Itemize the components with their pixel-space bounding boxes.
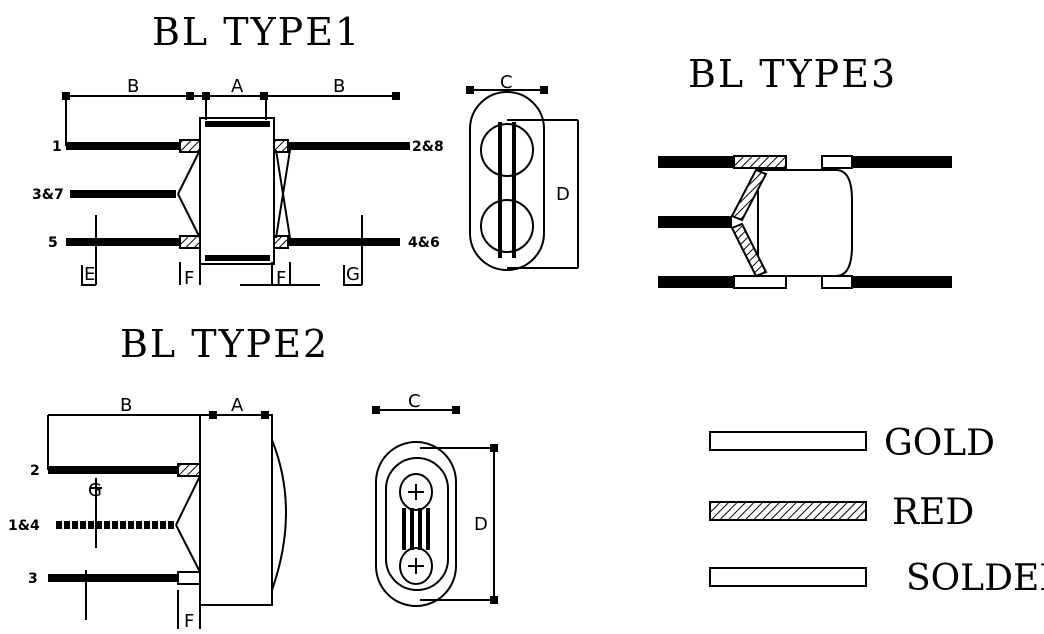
type2-side-view (47, 411, 287, 629)
legend-label-red: RED (892, 492, 974, 533)
type1-dim-g: G (346, 264, 360, 285)
type2-dim-c: C (408, 391, 421, 412)
type2-end-view (372, 406, 498, 607)
type1-pin-5: 5 (48, 235, 58, 251)
type1-dim-f-left: F (184, 268, 194, 289)
type1-pin-37: 3&7 (32, 187, 64, 203)
legend-swatch-gold (709, 431, 867, 451)
type1-pin-28: 2&8 (412, 139, 444, 155)
legend-label-solder: SOLDER (906, 558, 1044, 599)
type1-dim-a: A (231, 76, 244, 97)
type2-pin-3: 3 (28, 571, 38, 587)
type2-dim-g: G (88, 480, 102, 501)
legend-label-gold: GOLD (884, 423, 995, 464)
title-type3: BL TYPE3 (688, 52, 897, 96)
type2-pin-2: 2 (30, 463, 40, 479)
type1-pin-1: 1 (52, 139, 62, 155)
type1-dim-f-right: F (276, 268, 286, 289)
type2-dim-d: D (474, 514, 488, 535)
type1-dim-b-left: B (127, 76, 139, 97)
type2-pin-14: 1&4 (8, 518, 40, 534)
type2-dim-f: F (184, 611, 194, 629)
type3-view (658, 155, 952, 289)
type2-dim-a: A (231, 395, 244, 416)
title-type1: BL TYPE1 (152, 10, 361, 54)
type1-dim-b-right: B (333, 76, 345, 97)
legend (709, 431, 867, 587)
type2-dim-b: B (120, 395, 132, 416)
type1-dim-c: C (500, 72, 513, 93)
type1-end-view (466, 86, 579, 271)
type1-dim-d: D (556, 184, 570, 205)
title-type2: BL TYPE2 (120, 322, 329, 366)
type1-pin-46: 4&6 (408, 235, 440, 251)
type1-dim-e: E (84, 264, 95, 285)
type1-side-view (62, 92, 410, 286)
legend-swatch-solder (709, 567, 867, 587)
legend-swatch-red (709, 501, 867, 521)
